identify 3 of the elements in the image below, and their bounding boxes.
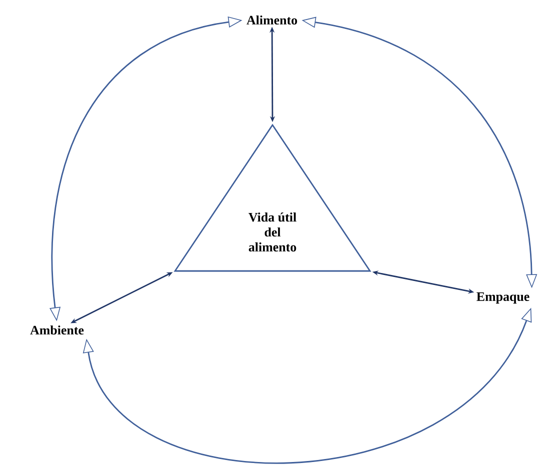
node-label: Ambiente bbox=[30, 325, 84, 335]
node-label: Empaque bbox=[476, 292, 530, 304]
node-label: Alimento bbox=[246, 15, 298, 25]
